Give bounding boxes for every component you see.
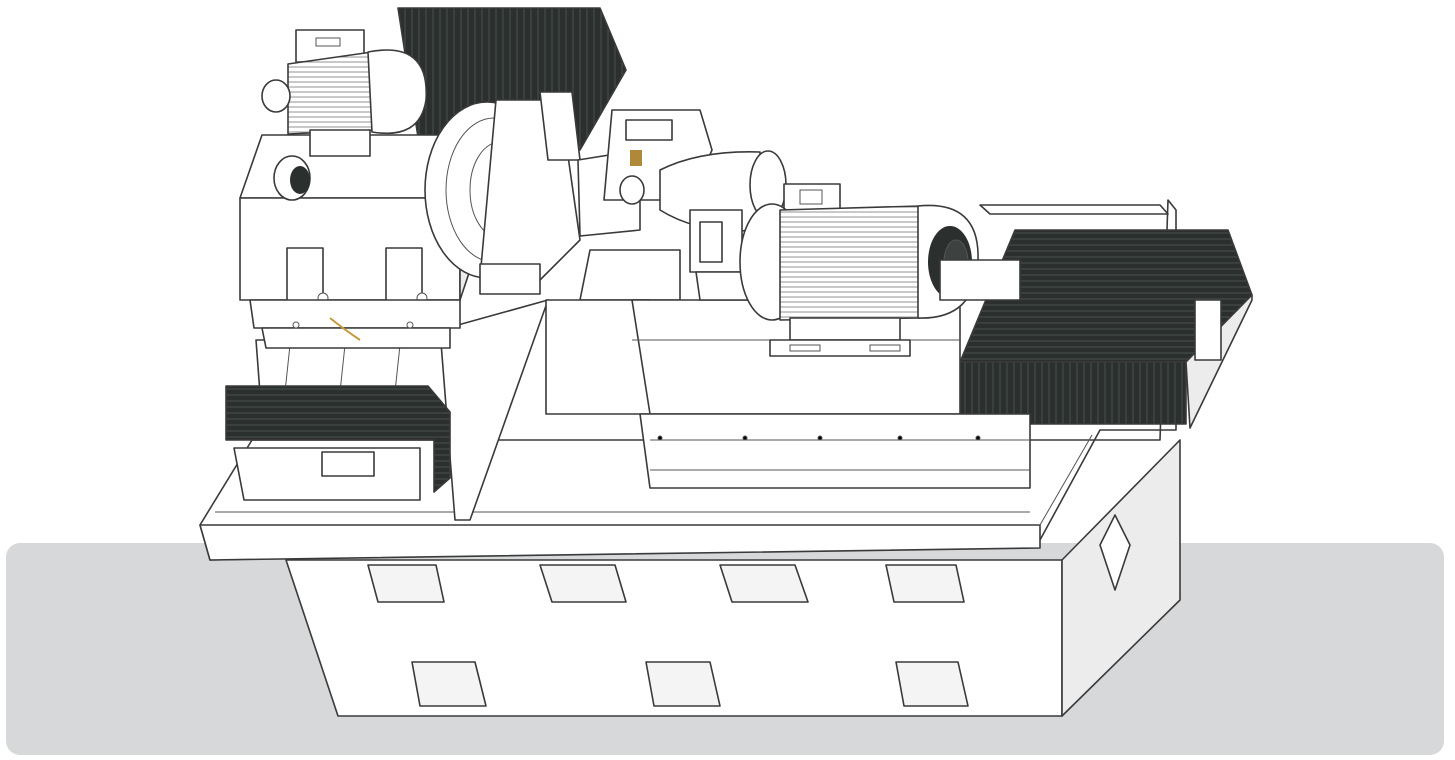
grinding-wheel xyxy=(424,91,581,295)
machine-base xyxy=(285,439,1181,717)
bellows-cover-right xyxy=(959,229,1253,429)
bellows-cover-front-left xyxy=(225,385,451,501)
center-saddle xyxy=(545,149,1031,489)
base-slots-top xyxy=(367,564,965,603)
motor-left xyxy=(261,29,427,157)
grinding-head-housing xyxy=(239,134,481,349)
base-slots-bottom xyxy=(411,661,969,707)
right-rail xyxy=(939,204,1169,301)
